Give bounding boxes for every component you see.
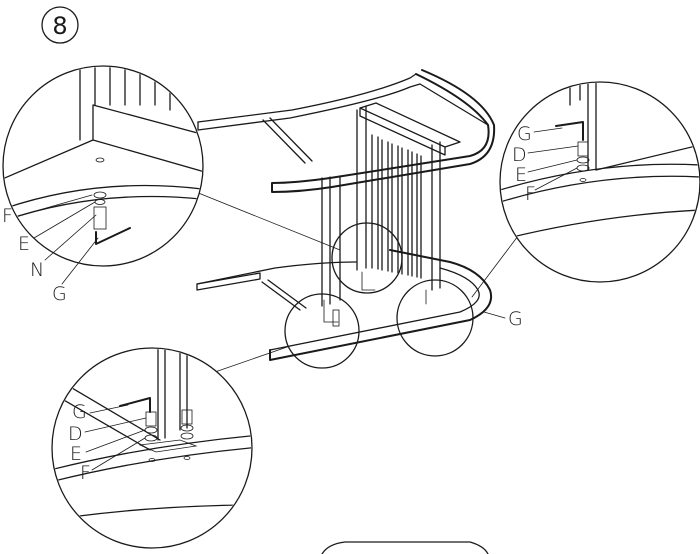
zoom-tl-barrel-N	[93, 206, 107, 230]
zoom-bl-washer-right-1	[180, 424, 194, 432]
bolt-main-left	[332, 309, 340, 327]
leader-tl-F	[17, 194, 93, 217]
label-bl-G: G	[72, 401, 87, 423]
zoom-tl-rail	[92, 104, 202, 173]
zoom-bl-legs	[157, 349, 188, 441]
leader-tr-G	[533, 127, 563, 133]
rail-inner-line	[419, 83, 489, 126]
leader-tr-F	[534, 167, 578, 191]
zoom-detail-top-right: G D E F	[499, 81, 700, 283]
step-badge: 8	[41, 6, 79, 44]
step-badge-circle	[41, 6, 79, 44]
label-tl-F: F	[2, 205, 13, 227]
back-rail-top-edge	[197, 73, 417, 123]
label-tr-G: G	[517, 123, 532, 145]
zoom-tl-hole	[95, 157, 105, 163]
label-tl-G: G	[52, 283, 67, 305]
top-stretcher-right-top	[359, 102, 461, 148]
hex-key-main-left	[323, 299, 339, 323]
seat-stretcher	[261, 279, 307, 311]
zoom-circle-top-left	[2, 65, 204, 267]
splat-post-left	[356, 105, 367, 271]
leader-tr-E	[527, 159, 578, 173]
zoom-tr-barrel-D	[577, 141, 589, 157]
leader-tr-D	[527, 145, 579, 154]
splat-slats-back	[377, 136, 418, 278]
label-bl-E: E	[70, 443, 82, 465]
leader-main-G	[483, 311, 506, 319]
leader-bl-E	[85, 429, 146, 453]
next-part-edge	[321, 541, 489, 554]
zoom-tl-washer-F	[93, 191, 107, 199]
zoom-bl-hex-key-G	[119, 397, 151, 413]
zoom-tr-rail-top	[595, 144, 699, 171]
seat-side-left	[196, 272, 261, 291]
detail-marker-right	[396, 279, 474, 357]
top-stretcher-right	[359, 107, 446, 156]
zoom-circle-bottom-left	[51, 347, 253, 549]
zoom-tr-seat-edge	[501, 209, 699, 241]
label-tl-N: N	[30, 259, 44, 281]
label-bl-D: D	[68, 423, 83, 445]
zoom-tr-post	[569, 83, 597, 171]
zoom-tl-rail-edge	[4, 139, 94, 181]
leader-bl-D	[84, 417, 147, 433]
detail-marker-left	[284, 293, 360, 369]
label-main-G: G	[508, 308, 523, 330]
leader-tl-G	[61, 237, 99, 285]
seat-edge-left	[196, 261, 357, 285]
seat-front-rail-inner	[269, 267, 480, 351]
zoom-tr-hole	[579, 178, 587, 182]
zoom-bl-hole-left	[148, 458, 156, 462]
zoom-bl-bracket	[138, 439, 198, 453]
leader-tl-N	[44, 214, 97, 261]
zoom-tr-hex-key-G	[555, 121, 584, 141]
leader-tl-E	[33, 201, 96, 239]
zoom-bl-barrel-D	[145, 411, 157, 427]
zoom-bl-washer-right-2	[180, 432, 194, 440]
zoom-bl-hole-right	[183, 456, 191, 460]
label-bl-F: F	[80, 462, 91, 484]
leader-top-left	[185, 187, 341, 251]
hex-key-main-center	[361, 271, 376, 291]
detail-marker-center	[331, 222, 403, 294]
label-tl-E: E	[18, 233, 30, 255]
zoom-circle-top-right	[499, 81, 700, 283]
zoom-bl-barrel-right	[181, 409, 193, 425]
leader-bottom-left	[214, 345, 291, 373]
label-tr-F: F	[525, 183, 536, 205]
leader-top-right	[471, 235, 519, 298]
label-tr-E: E	[515, 164, 527, 186]
back-rail-top	[197, 83, 421, 131]
zoom-tl-hex-key-G	[95, 227, 131, 245]
label-tr-D: D	[512, 144, 527, 166]
leg-front-left	[321, 176, 331, 307]
zoom-bl-rail	[53, 434, 251, 483]
splat-post-right	[431, 141, 441, 291]
zoom-detail-bottom-left: G D E F	[51, 347, 253, 549]
seat-front-rail	[269, 249, 492, 361]
chair-main-view: G	[185, 69, 523, 373]
splat-slats	[371, 134, 422, 279]
leader-bl-G	[89, 404, 129, 414]
top-stretcher-left	[262, 117, 313, 164]
leader-bl-F	[91, 437, 146, 471]
step-number: 8	[52, 12, 67, 40]
zoom-detail-top-left: F E N G	[2, 65, 204, 305]
zoom-tl-slats	[79, 67, 171, 141]
